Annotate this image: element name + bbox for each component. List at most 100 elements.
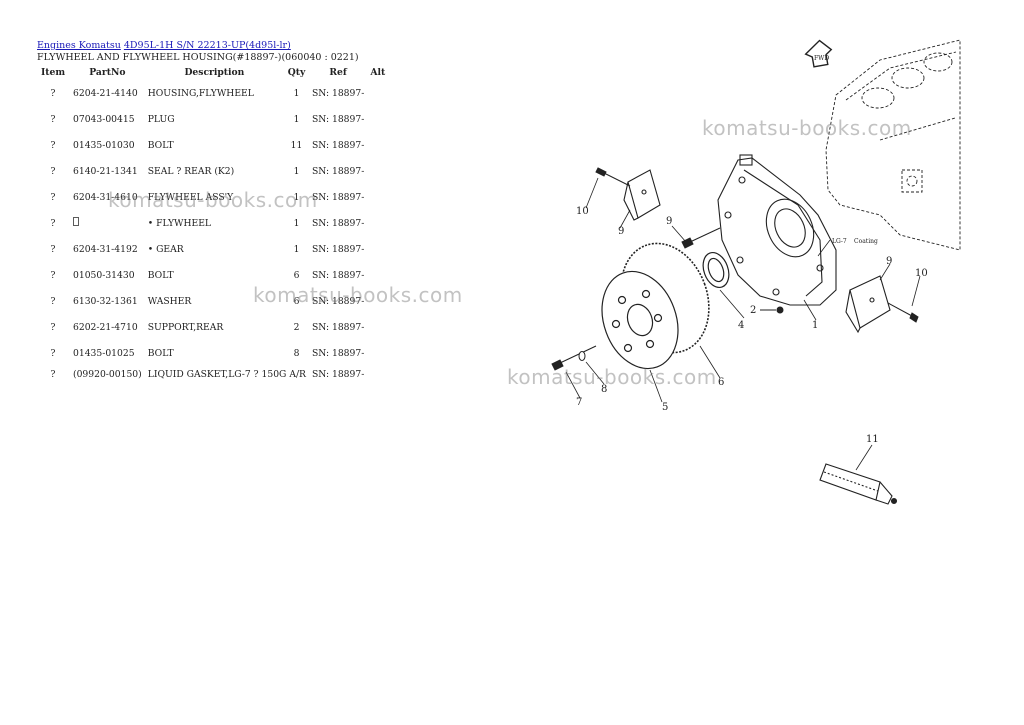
cell-item: ? — [50, 321, 56, 333]
cell-item: ? — [50, 113, 56, 125]
column-header-alt: Alt — [370, 67, 386, 78]
callout-9-right: 9 — [886, 256, 892, 267]
cell-qty: 11 — [290, 139, 303, 151]
cell-qty: 1 — [293, 191, 300, 203]
cell-description: PLUG — [147, 113, 175, 125]
cell-partno: 07043-00415 — [73, 113, 135, 125]
column-header-partno: PartNo — [89, 67, 126, 78]
cell-ref: SN: 18897- — [311, 243, 365, 255]
flywheel-washer — [578, 351, 586, 361]
breadcrumb-link-model[interactable]: 4D95L-1H S/N 22213-UP(4d95l-lr) — [123, 40, 291, 51]
cell-ref: SN: 18897- — [311, 165, 365, 177]
cell-ref: SN: 18897- — [311, 368, 365, 380]
cell-partno: (09920-00150) — [73, 368, 142, 380]
cell-alt — [367, 158, 388, 184]
callout-6: 6 — [718, 377, 724, 388]
cell-ref: SN: 18897- — [311, 139, 365, 151]
cell-description: SEAL ? REAR (K2) — [147, 165, 235, 177]
parts-diagram: FWD — [551, 39, 961, 505]
cell-item: ? — [50, 139, 56, 151]
cell-ref: SN: 18897- — [311, 347, 365, 359]
flywheel — [601, 270, 679, 370]
callout-5: 5 — [662, 402, 668, 413]
cell-description: LIQUID GASKET,LG-7 ? 150G A/R — [147, 368, 306, 380]
table-row: ? 6140-21-1341 SEAL ? REAR (K2) 1 SN: 18… — [36, 158, 388, 184]
callout-8: 8 — [601, 384, 607, 395]
callout-7: 7 — [576, 397, 582, 408]
coating-label: Coating — [854, 238, 878, 245]
table-row: ? 01435-01025 BOLT 8 SN: 18897- — [36, 340, 388, 366]
callout-9-mid: 9 — [666, 216, 672, 227]
cell-description: SUPPORT,REAR — [147, 321, 224, 333]
table-row: ? 6204-31-4610 FLYWHEEL ASS'Y 1 SN: 1889… — [36, 184, 388, 210]
callout-10-left: 10 — [576, 206, 589, 217]
callout-10-right: 10 — [915, 268, 928, 279]
cell-alt — [367, 236, 388, 262]
cell-partno: 01050-31430 — [73, 269, 135, 281]
column-header-description: Description — [184, 67, 245, 78]
cell-item: ? — [50, 368, 56, 380]
cell-description: WASHER — [147, 295, 192, 307]
breadcrumb-link-engines[interactable]: Engines Komatsu — [37, 40, 121, 51]
cell-item: ? — [50, 269, 56, 281]
column-header-qty: Qty — [287, 67, 306, 78]
cell-qty: 1 — [293, 87, 300, 99]
cell-alt — [367, 80, 388, 106]
cell-alt — [367, 132, 388, 158]
table-row: ? • FLYWHEEL 1 SN: 18897- — [36, 210, 388, 236]
table-row: ? 6130-32-1361 WASHER 6 SN: 18897- — [36, 288, 388, 314]
cell-description: FLYWHEEL ASS'Y — [147, 191, 234, 203]
cell-ref: SN: 18897- — [311, 87, 365, 99]
cell-partno: 01435-01025 — [73, 347, 135, 359]
bolt-housing — [681, 227, 721, 249]
bolt-right — [887, 302, 919, 323]
cell-item: ? — [50, 217, 56, 229]
callout-11: 11 — [866, 434, 879, 445]
cell-partno: 6202-21-4710 — [73, 321, 138, 333]
cell-qty: 8 — [293, 347, 300, 359]
cell-partno: 6204-21-4140 — [73, 87, 138, 99]
liquid-gasket-tube — [819, 463, 898, 505]
table-header-row: Item PartNo Description Qty Ref Alt — [36, 65, 388, 80]
column-header-ref: Ref — [329, 67, 347, 78]
cell-ref: SN: 18897- — [311, 217, 365, 229]
missing-glyph-icon — [73, 217, 79, 226]
parts-table: Item PartNo Description Qty Ref Alt ? 62… — [36, 65, 388, 382]
callout-2: 2 — [750, 305, 756, 316]
cell-partno — [70, 210, 145, 236]
cell-qty: 1 — [293, 243, 300, 255]
fwd-arrow-icon: FWD — [804, 39, 833, 68]
table-row: ? (09920-00150) LIQUID GASKET,LG-7 ? 150… — [36, 366, 388, 382]
callout-1: 1 — [812, 320, 818, 331]
cell-alt — [367, 288, 388, 314]
cell-ref: SN: 18897- — [311, 295, 365, 307]
callout-4: 4 — [738, 320, 744, 331]
plug — [760, 306, 784, 314]
cell-ref: SN: 18897- — [311, 321, 365, 333]
cell-qty: 1 — [293, 217, 300, 229]
cell-description: • FLYWHEEL — [147, 217, 211, 229]
cell-item: ? — [50, 191, 56, 203]
cell-alt — [367, 210, 388, 236]
rear-support-right — [845, 275, 891, 334]
callout-numbers: 1 2 4 5 6 7 8 9 9 9 10 10 11 — [576, 206, 928, 445]
cell-partno: 6130-32-1361 — [73, 295, 138, 307]
cell-partno: 6204-31-4192 — [73, 243, 138, 255]
cell-item: ? — [50, 165, 56, 177]
cell-item: ? — [50, 243, 56, 255]
flywheel-housing — [717, 154, 837, 306]
cell-alt — [367, 106, 388, 132]
callout-9-left: 9 — [618, 226, 624, 237]
rear-seal — [702, 251, 730, 289]
table-row: ? 6204-31-4192 • GEAR 1 SN: 18897- — [36, 236, 388, 262]
page-title: FLYWHEEL AND FLYWHEEL HOUSING(#18897-)(0… — [37, 52, 359, 63]
cell-item: ? — [50, 347, 56, 359]
leader-lines — [565, 177, 921, 471]
cell-description: BOLT — [147, 347, 174, 359]
fwd-label: FWD — [814, 55, 829, 62]
cell-item: ? — [50, 87, 56, 99]
cell-alt — [367, 262, 388, 288]
column-header-item: Item — [40, 67, 66, 78]
cell-item: ? — [50, 295, 56, 307]
